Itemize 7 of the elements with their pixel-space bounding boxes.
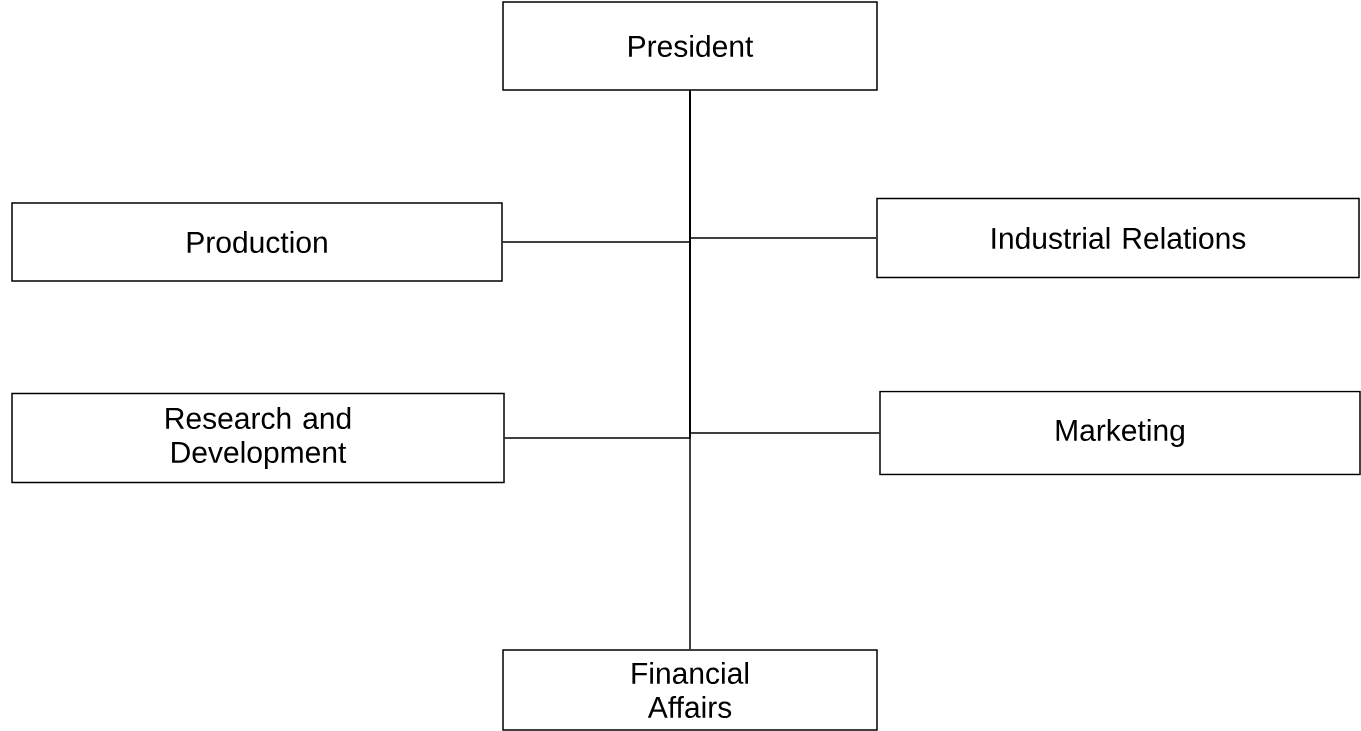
org-box: Research and Development <box>11 392 505 484</box>
org-box: Industrial Relations <box>876 197 1360 279</box>
connector-line <box>689 90 691 650</box>
org-box: Financial Affairs <box>502 649 878 731</box>
org-box: Production <box>11 202 503 282</box>
org-box: Marketing <box>879 390 1361 476</box>
org-box: President <box>502 1 878 91</box>
